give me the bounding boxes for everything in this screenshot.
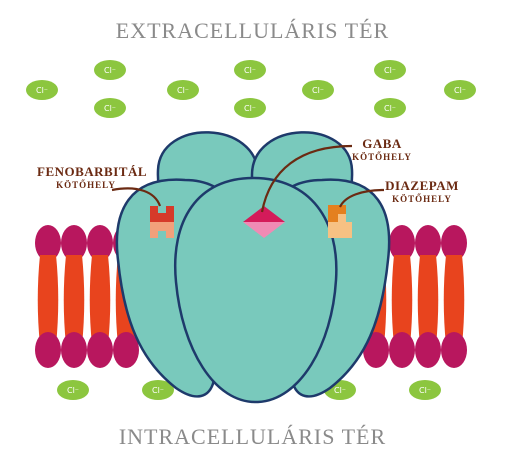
chloride-ion: Cl⁻ <box>444 80 476 100</box>
gaba-a-receptor <box>115 131 391 404</box>
fenobarbital-label-site: KÖTŐHELY <box>56 180 116 190</box>
chloride-ion: Cl⁻ <box>26 80 58 100</box>
chloride-ion-label: Cl⁻ <box>104 104 116 113</box>
chloride-ion-label: Cl⁻ <box>244 66 256 75</box>
chloride-ion-label: Cl⁻ <box>244 104 256 113</box>
diazepam-label: DIAZEPAM KÖTŐHELY <box>382 179 462 204</box>
diazepam-site-upper <box>328 205 346 222</box>
gaba-binding-site <box>243 206 285 238</box>
phospholipid <box>389 225 415 368</box>
chloride-ion: Cl⁻ <box>302 80 334 100</box>
leader-lines <box>111 144 385 213</box>
phospholipid <box>87 225 113 368</box>
fenobarbital-label-name: FENOBARBITÁL <box>37 164 148 179</box>
chloride-ion: Cl⁻ <box>234 98 266 118</box>
phospholipid <box>61 225 87 368</box>
gaba-site-lower <box>243 222 285 238</box>
fenobarbital-site-lower <box>150 222 174 238</box>
gaba-label-site: KÖTŐHELY <box>352 152 412 162</box>
chloride-ion-label: Cl⁻ <box>419 386 431 395</box>
gaba-leader-line <box>260 144 353 213</box>
chloride-ion: Cl⁻ <box>94 60 126 80</box>
chloride-ion-label: Cl⁻ <box>67 386 79 395</box>
chloride-ions: Cl⁻ Cl⁻ Cl⁻ Cl⁻ Cl⁻ Cl⁻ Cl⁻ Cl⁻ Cl⁻ Cl⁻ Cl⁻ Cl⁻ Cl⁻ C… <box>26 60 476 400</box>
fenobarbital-binding-site <box>150 206 174 238</box>
binding-sites <box>150 205 352 238</box>
chloride-ion-label: Cl⁻ <box>177 86 189 95</box>
extracellular-space-title: EXTRACELLULÁRIS TÉR <box>115 18 390 43</box>
chloride-ion-label: Cl⁻ <box>152 386 164 395</box>
chloride-ion: Cl⁻ <box>142 380 174 400</box>
phospholipid <box>35 225 61 368</box>
chloride-ion-label: Cl⁻ <box>384 104 396 113</box>
diazepam-binding-site <box>328 205 352 238</box>
fenobarbital-leader-line <box>111 187 162 207</box>
fenobarbital-label: FENOBARBITÁL KÖTŐHELY <box>37 164 148 190</box>
chloride-ion: Cl⁻ <box>94 98 126 118</box>
diazepam-leader-line <box>338 188 385 208</box>
phospholipid <box>415 225 441 368</box>
fenobarbital-site-upper <box>150 206 174 222</box>
chloride-ion-label: Cl⁻ <box>312 86 324 95</box>
chloride-ion: Cl⁻ <box>57 380 89 400</box>
chloride-ion-label: Cl⁻ <box>104 66 116 75</box>
chloride-ion-label: Cl⁻ <box>334 386 346 395</box>
chloride-ion-label: Cl⁻ <box>454 86 466 95</box>
gaba-label: GABA KÖTŐHELY <box>352 137 412 162</box>
chloride-ion: Cl⁻ <box>374 98 406 118</box>
chloride-ion-label: Cl⁻ <box>384 66 396 75</box>
chloride-ion: Cl⁻ <box>234 60 266 80</box>
chloride-ion: Cl⁻ <box>167 80 199 100</box>
diazepam-site-lower <box>328 214 352 238</box>
intracellular-space-title: INTRACELLULÁRIS TÉR <box>118 424 387 449</box>
chloride-ion: Cl⁻ <box>409 380 441 400</box>
chloride-ion-label: Cl⁻ <box>36 86 48 95</box>
chloride-ion: Cl⁻ <box>374 60 406 80</box>
gaba-label-name: GABA <box>362 136 402 151</box>
diazepam-label-name: DIAZEPAM <box>385 178 459 193</box>
diazepam-label-site: KÖTŐHELY <box>392 194 452 204</box>
phospholipid <box>441 225 467 368</box>
gaba-site-upper <box>243 206 285 222</box>
